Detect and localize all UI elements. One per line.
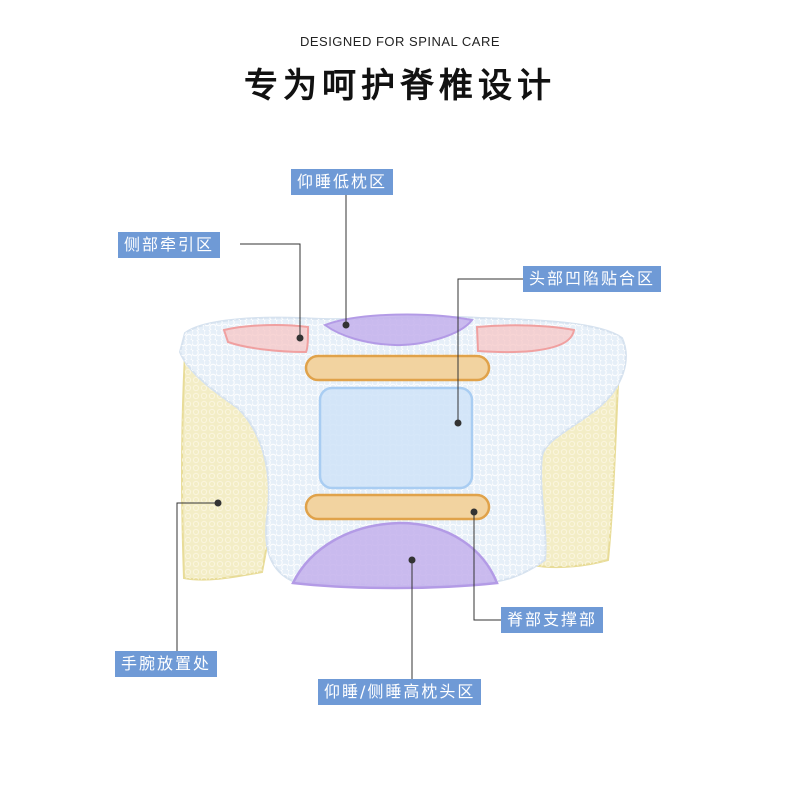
label-high-pillow-zone: 仰睡/侧睡高枕头区: [318, 679, 482, 705]
orange-bar-bottom: [304, 493, 491, 521]
label-side-traction-zone: 侧部牵引区: [118, 232, 221, 258]
side-traction-zone-right: [475, 324, 576, 354]
label-supine-low-zone: 仰睡低枕区: [291, 169, 394, 195]
subtitle: DESIGNED FOR SPINAL CARE: [299, 34, 501, 49]
marker-dots: [214, 321, 478, 564]
head-recess-panel: [318, 386, 474, 490]
page-title: 专为呵护脊椎设计: [244, 66, 556, 106]
label-spine-support: 脊部支撑部: [501, 607, 604, 633]
label-wrist-rest: 手腕放置处: [115, 651, 218, 677]
supine-low-zone-shape: [322, 313, 474, 347]
leader-lines: [176, 194, 524, 679]
side-traction-zone-left: [222, 324, 310, 354]
orange-bar-top: [304, 354, 491, 382]
high-pillow-zone-shape: [291, 521, 499, 590]
label-head-recess-zone: 头部凹陷贴合区: [523, 266, 662, 292]
